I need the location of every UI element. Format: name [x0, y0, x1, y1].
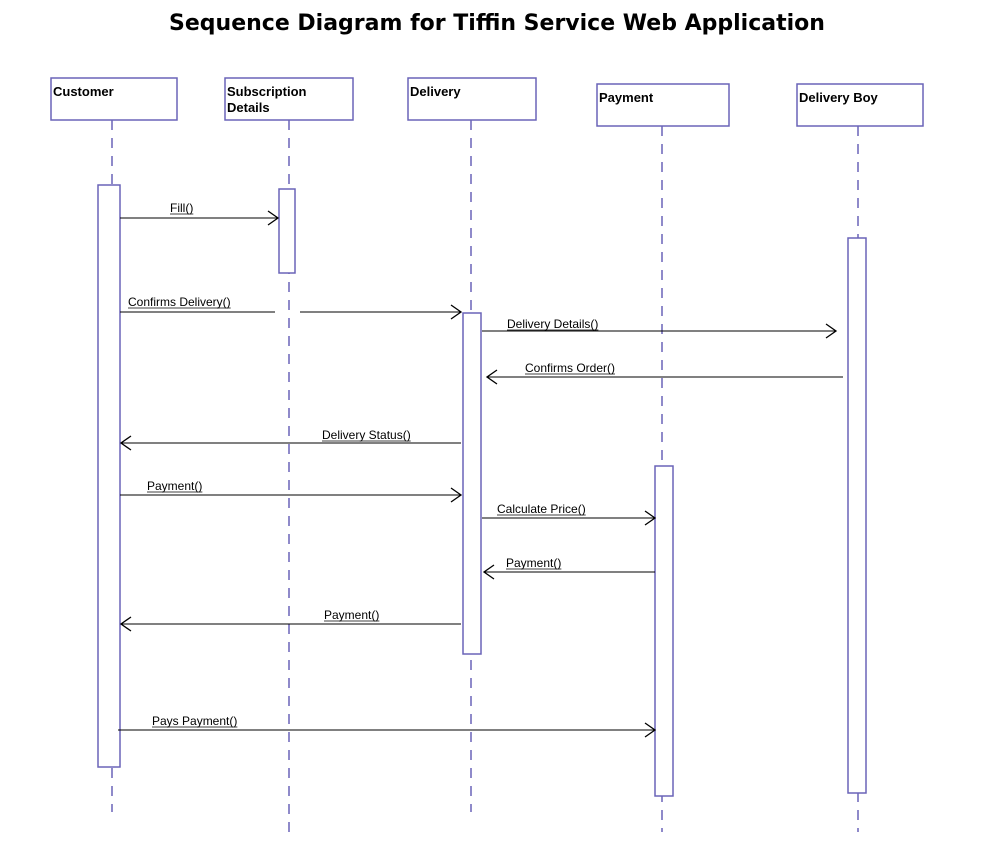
actor-label-subscription-details: Details	[227, 100, 270, 115]
message-label: Payment()	[324, 608, 379, 622]
arrowhead-icon	[267, 210, 280, 226]
message-label: Pays Payment()	[152, 714, 237, 728]
actor-box-payment	[596, 83, 730, 127]
message-delivery-details: Delivery Details()	[482, 317, 838, 339]
arrowhead-icon	[450, 487, 463, 503]
actor-delivery: Delivery	[407, 77, 537, 121]
activation-bar-subscription-details	[278, 188, 296, 274]
message-fill: Fill()	[120, 201, 280, 226]
arrowhead-icon	[644, 722, 657, 738]
actor-label-customer: Customer	[53, 84, 114, 99]
message-label: Calculate Price()	[497, 502, 586, 516]
arrowhead-icon	[119, 435, 132, 451]
message-label: Payment()	[147, 479, 202, 493]
message-payment-request: Payment()	[120, 479, 463, 503]
diagram-title: Sequence Diagram for Tiffin Service Web …	[169, 11, 825, 36]
message-confirms-delivery: Confirms Delivery()	[120, 295, 463, 320]
message-label: Delivery Status()	[322, 428, 411, 442]
message-label: Fill()	[170, 201, 193, 215]
arrowhead-icon	[825, 323, 838, 339]
message-label: Delivery Details()	[507, 317, 598, 331]
activations-layer	[97, 184, 867, 797]
messages-layer: Fill() Confirms Delivery() Delivery Detail…	[118, 201, 843, 738]
arrowhead-icon	[450, 304, 463, 320]
activation-bar-delivery	[462, 312, 482, 655]
message-confirms-order: Confirms Order()	[485, 361, 843, 385]
activation-bar-payment	[654, 465, 674, 797]
actor-label-payment: Payment	[599, 90, 654, 105]
actor-label-delivery-boy: Delivery Boy	[799, 90, 879, 105]
activation-bar-delivery-boy	[847, 237, 867, 794]
actor-box-delivery-boy	[796, 83, 924, 127]
activation-bar-customer	[97, 184, 121, 768]
message-label: Confirms Order()	[525, 361, 615, 375]
actor-customer: Customer	[50, 77, 178, 121]
actor-label-delivery: Delivery	[410, 84, 461, 99]
actor-box-delivery	[407, 77, 537, 121]
actor-label-subscription-details: Subscription	[227, 84, 307, 99]
arrowhead-icon	[485, 369, 498, 385]
actor-delivery-boy: Delivery Boy	[796, 83, 924, 127]
message-payment-return: Payment()	[482, 556, 655, 580]
arrowhead-icon	[119, 616, 132, 632]
message-label: Confirms Delivery()	[128, 295, 231, 309]
message-delivery-status: Delivery Status()	[119, 428, 461, 451]
arrowhead-icon	[644, 510, 657, 526]
message-calculate-price: Calculate Price()	[482, 502, 657, 526]
message-pays-payment: Pays Payment()	[118, 714, 657, 738]
actor-box-customer	[50, 77, 178, 121]
message-label: Payment()	[506, 556, 561, 570]
actor-box-subscription-details	[224, 77, 354, 121]
message-payment-to-customer: Payment()	[119, 608, 461, 632]
actor-payment: Payment	[596, 83, 730, 127]
arrowhead-icon	[482, 564, 495, 580]
